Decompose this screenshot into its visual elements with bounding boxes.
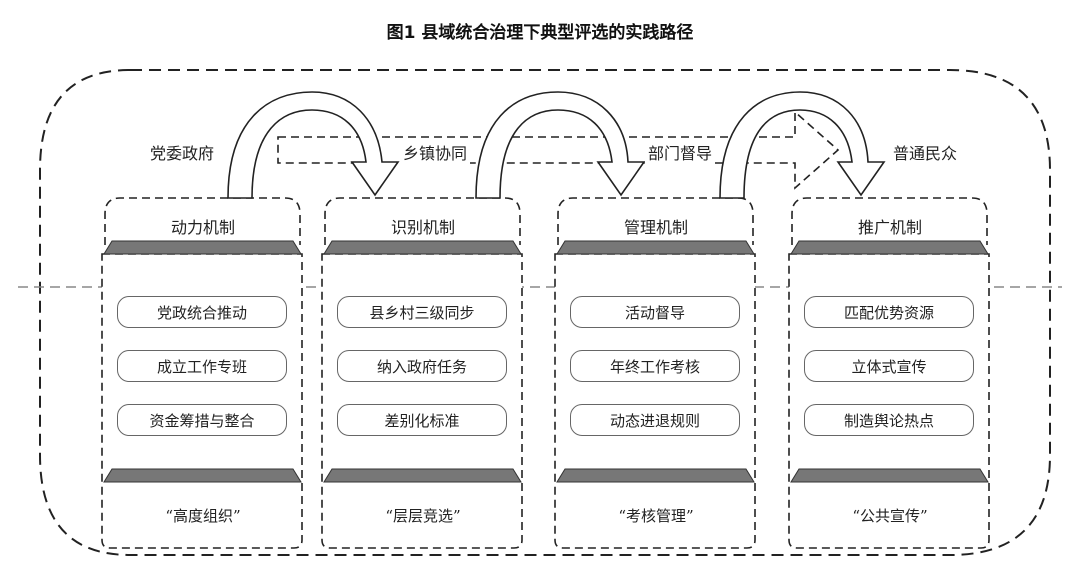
curved-arrow-3: [719, 91, 886, 199]
actor-label-public: 普通民众: [893, 144, 958, 163]
curved-arrow-2: [475, 91, 646, 199]
column-4-item-2: 立体式宣传: [804, 350, 974, 382]
top-bar-1: [103, 240, 302, 255]
column-4-item-1: 匹配优势资源: [804, 296, 974, 328]
column-3-item-2: 年终工作考核: [570, 350, 740, 382]
column-4-item-3: 制造舆论热点: [804, 404, 974, 436]
top-bar-4: [790, 240, 989, 255]
bottom-bar-1: [103, 468, 302, 483]
bottom-bar-2: [323, 468, 522, 483]
column-1-item-2: 成立工作专班: [117, 350, 287, 382]
column-1-foot: “高度组织”: [165, 507, 241, 525]
actor-label-party-government: 党委政府: [150, 144, 215, 163]
column-3-item-1: 活动督导: [570, 296, 740, 328]
column-head-3: 管理机制: [623, 218, 688, 237]
top-bar-3: [556, 240, 755, 255]
outer-dashed-frame: [39, 69, 1051, 556]
top-bar-2: [323, 240, 522, 255]
column-2-foot: “层层竞选”: [385, 507, 461, 525]
column-head-2: 识别机制: [390, 218, 455, 237]
column-1-item-3: 资金筹措与整合: [117, 404, 287, 436]
actor-label-department: 部门督导: [645, 140, 716, 164]
curved-arrow-1: [227, 91, 400, 199]
column-2-item-1: 县乡村三级同步: [337, 296, 507, 328]
column-head-box-4: [791, 197, 988, 245]
column-head-box-2: [324, 197, 521, 245]
column-4-foot: “公共宣传”: [852, 507, 928, 525]
column-head-1: 动力机制: [170, 218, 235, 237]
actor-label-township: 乡镇协同: [400, 140, 471, 164]
column-2-item-2: 纳入政府任务: [337, 350, 507, 382]
column-head-4: 推广机制: [857, 218, 922, 237]
column-3-foot: “考核管理”: [618, 507, 694, 525]
figure-title: 图1 县域统合治理下典型评选的实践路径: [386, 23, 694, 43]
column-head-box-3: [557, 197, 754, 245]
column-3-item-3: 动态进退规则: [570, 404, 740, 436]
column-head-box-1: [104, 197, 301, 245]
bottom-bar-4: [790, 468, 989, 483]
column-2-item-3: 差别化标准: [337, 404, 507, 436]
bottom-bar-3: [556, 468, 755, 483]
column-1-item-1: 党政统合推动: [117, 296, 287, 328]
